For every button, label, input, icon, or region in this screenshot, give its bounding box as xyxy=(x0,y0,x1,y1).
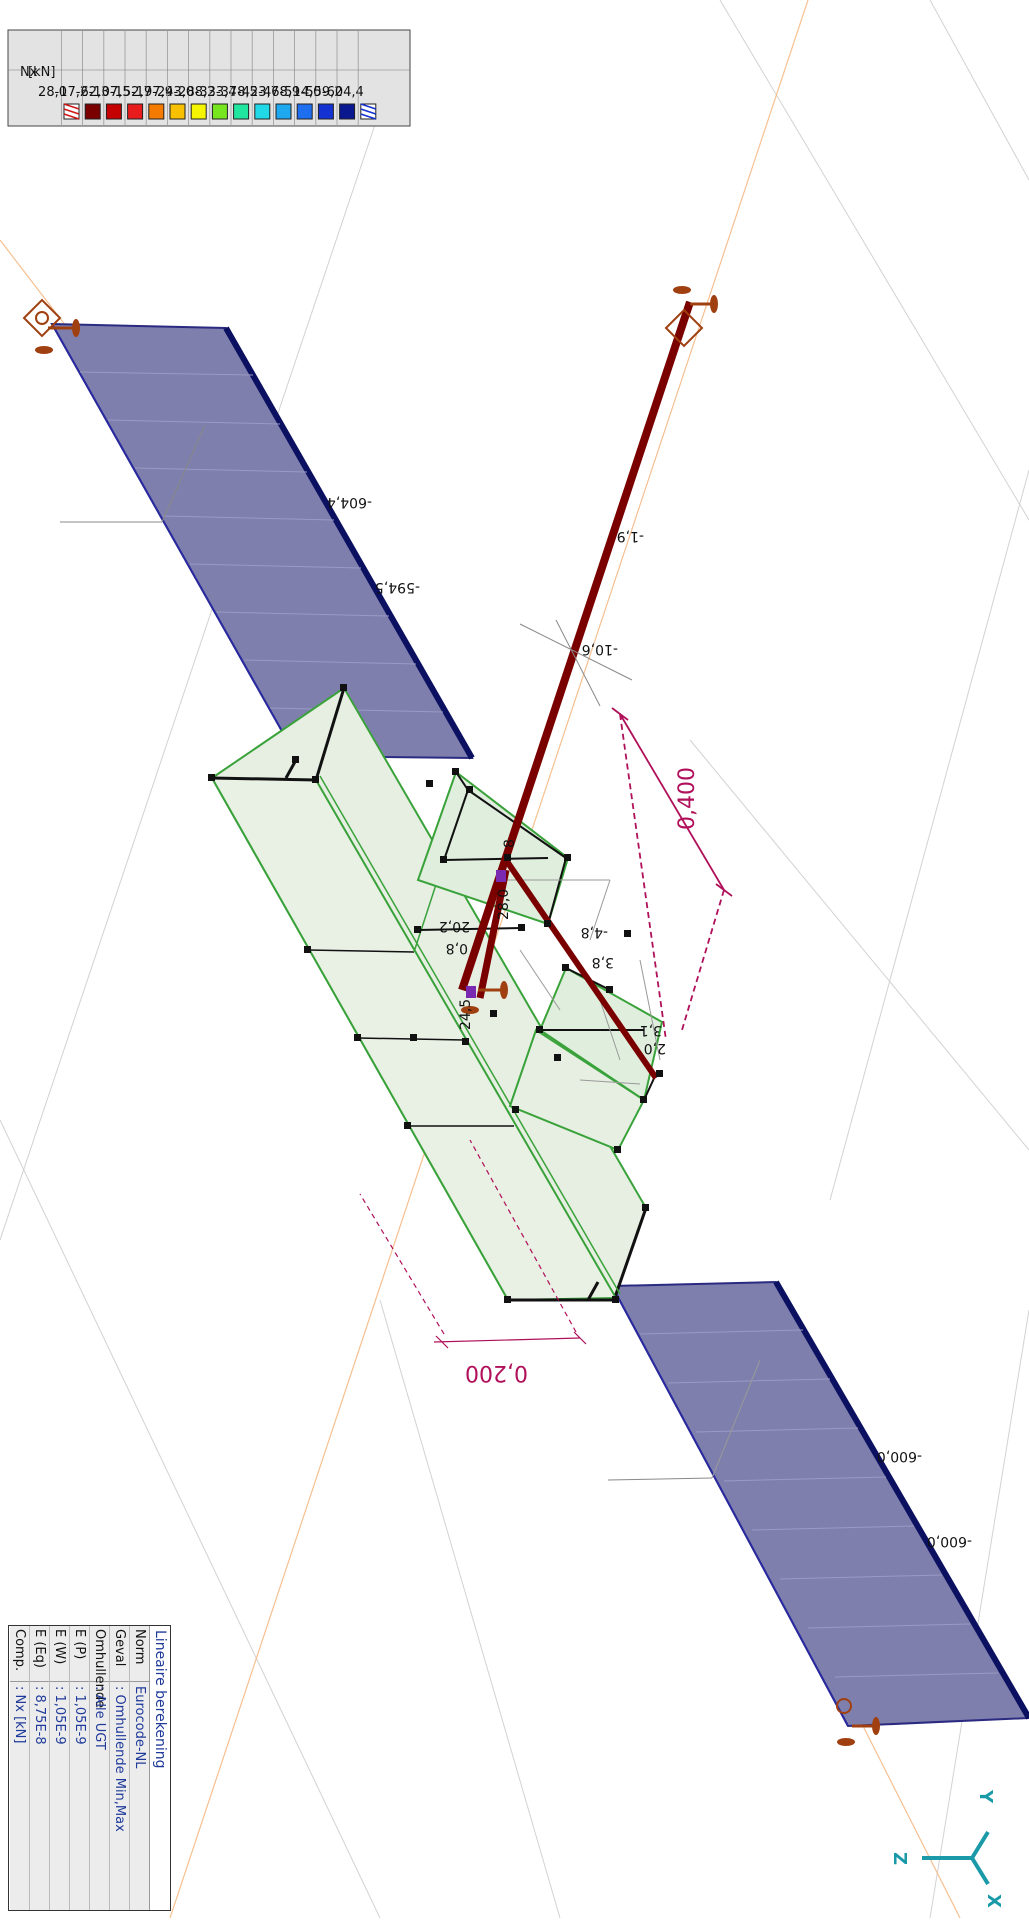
inner-frame[interactable] xyxy=(416,770,664,1152)
legend-swatch xyxy=(275,103,292,120)
legend-unit: [kN] xyxy=(28,65,55,80)
info-value: : 1,05E-9 xyxy=(72,1686,87,1745)
legend-header: Nx xyxy=(20,65,38,80)
legend-value: -107,5 xyxy=(89,85,131,100)
force-label: -1,9 xyxy=(617,528,644,544)
dimension-label-0200: 0,200 xyxy=(465,1360,528,1385)
force-label: -604,4 xyxy=(327,494,372,510)
legend-swatch xyxy=(211,103,228,120)
axis-z-label: Z xyxy=(889,1852,910,1865)
calculation-title: Lineaire berekening xyxy=(149,1626,170,1910)
info-row-eeq: E (Eq) : 8,75E-8 xyxy=(29,1626,49,1910)
legend-value: -62,3 xyxy=(76,85,110,100)
plate-upper-left[interactable] xyxy=(50,322,475,760)
force-label: -594,5 xyxy=(375,579,420,595)
legend-value: -468,9 xyxy=(258,85,300,100)
force-label: 28,0 xyxy=(496,889,512,920)
legend-value: -152,7 xyxy=(110,85,152,100)
axis-y-label: Y xyxy=(975,1789,996,1804)
support-top-left xyxy=(22,298,80,354)
info-value: : Alle UGT xyxy=(92,1686,107,1750)
info-value: : Omhullende Min,Max xyxy=(112,1686,127,1832)
dimension-0200 xyxy=(359,1139,587,1349)
force-label: 8 xyxy=(502,839,518,848)
info-key: Norm xyxy=(130,1626,149,1682)
nx-color-legend: Nx[kN] 28,0-17,2-62,3-107,5-152,7-197,9-2… xyxy=(7,29,411,127)
legend-swatch xyxy=(254,103,271,120)
legend-swatch xyxy=(148,103,165,120)
legend-swatch xyxy=(169,103,186,120)
legend-swatch xyxy=(317,103,334,120)
legend-value: -17,2 xyxy=(55,85,89,100)
legend-swatch xyxy=(296,103,313,120)
force-label: -600,0 xyxy=(927,1533,972,1549)
force-label: 20,2 xyxy=(439,918,470,934)
info-value: : 8,75E-8 xyxy=(32,1686,47,1745)
info-value: : Nx [kN] xyxy=(12,1686,27,1744)
force-label: -10,6 xyxy=(582,641,618,657)
legend-value: -559,2 xyxy=(301,85,343,100)
legend-value: -378,5 xyxy=(216,85,258,100)
legend-value: -197,9 xyxy=(131,85,173,100)
legend-value: -333,4 xyxy=(195,85,237,100)
info-value: Eurocode-NL xyxy=(132,1686,147,1769)
support-top-right xyxy=(664,286,718,348)
legend-value: -514,0 xyxy=(279,85,321,100)
info-row-ep: E (P) : 1,05E-9 xyxy=(69,1626,89,1910)
member-diagonal[interactable] xyxy=(458,300,694,1080)
force-labels: -604,4 -594,5 -1,9 -10,6 -600,0 -600,0 2… xyxy=(327,494,972,1549)
force-label: 3,8 xyxy=(592,954,614,970)
axis-triad xyxy=(922,1830,990,1886)
legend-value: -243,0 xyxy=(152,85,194,100)
legend-value: 28,0 xyxy=(38,85,67,100)
info-key: E (W) xyxy=(50,1626,69,1682)
dimension-label-0400: 0,400 xyxy=(675,767,700,830)
axis-x-label: X xyxy=(983,1894,1004,1908)
support-middle xyxy=(461,981,508,1014)
legend-swatch xyxy=(127,103,144,120)
legend-value: -423,7 xyxy=(237,85,279,100)
force-label: 0,8 xyxy=(446,940,468,956)
legend-swatch xyxy=(84,103,101,120)
info-key: Omhullende xyxy=(90,1626,109,1708)
force-label: 24,5 xyxy=(458,999,474,1030)
legend-swatch xyxy=(190,103,207,120)
force-label: -600,0 xyxy=(877,1448,922,1464)
legend-swatch xyxy=(339,103,356,120)
info-row-ew: E (W) : 1,05E-9 xyxy=(49,1626,69,1910)
legend-swatch xyxy=(105,103,122,120)
info-key: Comp. xyxy=(10,1626,29,1682)
legend-swatch xyxy=(233,103,250,120)
info-value: : 1,05E-9 xyxy=(52,1686,67,1745)
force-label: 2,0 xyxy=(644,1040,666,1056)
dimension-0400 xyxy=(611,707,733,1041)
info-row-comp: Comp. : Nx [kN] xyxy=(10,1626,29,1910)
info-key: E (P) xyxy=(70,1626,89,1682)
plate-lower-right[interactable] xyxy=(607,1280,1029,1728)
legend-panel xyxy=(7,29,411,127)
legend-value: -604,4 xyxy=(322,85,364,100)
force-label: -4,8 xyxy=(581,924,608,940)
nodes[interactable] xyxy=(208,684,663,1303)
info-row-omhullende: Omhullende: Alle UGT xyxy=(89,1626,109,1910)
info-key: Geval xyxy=(110,1626,129,1682)
info-key: E (Eq) xyxy=(30,1626,49,1682)
legend-value: -288,2 xyxy=(173,85,215,100)
info-row-geval: Geval : Omhullende Min,Max xyxy=(109,1626,129,1910)
support-bottom-right xyxy=(836,1698,880,1746)
force-label: 3,1 xyxy=(640,1022,662,1038)
